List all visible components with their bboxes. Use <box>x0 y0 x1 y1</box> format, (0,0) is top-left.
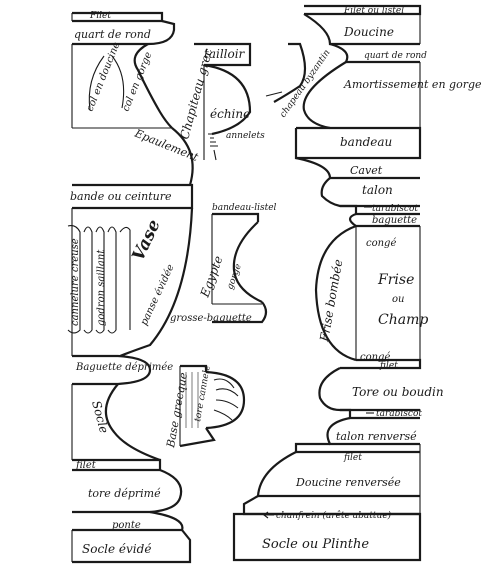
greek-capital <box>194 42 252 161</box>
label-talon: talon <box>362 183 393 197</box>
label-col-en-gorge: col en gorge <box>121 50 155 113</box>
label-tore-cannele: tore cannelé <box>192 364 213 423</box>
label-tore-ou-boudin: Tore ou boudin <box>352 385 444 399</box>
label-frise: Frise <box>377 272 414 288</box>
label-quart-de-rond: quart de rond <box>74 28 151 41</box>
label-bandeau-listel: bandeau-listel <box>212 203 277 213</box>
label-chapeau-byzantin: chapeau byzantin <box>278 48 332 120</box>
label-baguette-deprimee: Baguette déprimée <box>75 362 173 373</box>
entablature-profile <box>232 4 422 562</box>
label-chanfrein: chanfrein (arête abattue) <box>276 510 392 521</box>
label-col-en-doucine: col en doucine <box>85 41 123 113</box>
greek-base <box>179 364 246 448</box>
label-doucine: Doucine <box>343 25 394 39</box>
label-filet-lower: filet <box>75 460 97 471</box>
label-socle-evide: Socle évidé <box>82 542 151 556</box>
label-vase: Vase <box>128 216 164 264</box>
label-grosse-baguette: grosse-baguette <box>170 313 252 324</box>
label-tore-deprime: tore déprimé <box>88 487 161 500</box>
egyptian-profile <box>211 212 268 324</box>
label-ou: ou <box>392 294 404 305</box>
label-frise-bombee: Frise bombée <box>317 258 345 343</box>
label-echine: échine <box>210 107 250 121</box>
label-annelets: annelets <box>226 131 265 141</box>
label-egypte: Egypte <box>197 254 225 300</box>
label-tailloir: tailloir <box>204 47 246 61</box>
label-bandeau: bandeau <box>340 135 392 149</box>
label-baguette: baguette <box>372 215 417 226</box>
label-conge2: congé <box>360 352 390 363</box>
label-cavet: Cavet <box>350 164 383 177</box>
label-bande-ceinture: bande ou ceinture <box>70 190 172 203</box>
leader-arrow-chanfrein <box>263 511 274 519</box>
label-tarabiscot2: tarabiscot <box>376 409 422 419</box>
label-filet-r: filet <box>379 361 398 371</box>
label-doucine-renversee: Doucine renversée <box>295 476 401 489</box>
label-socle-ou-plinthe: Socle ou Plinthe <box>262 537 369 552</box>
label-ponte: ponte <box>112 520 141 531</box>
label-cannelure-creuse: cannelure creuse <box>70 238 81 326</box>
label-socle: Socle <box>89 399 111 435</box>
label-filet-r2: filet <box>343 453 362 463</box>
label-conge: congé <box>366 238 396 249</box>
label-filet-ou-listel: Filet ou listel <box>343 6 404 16</box>
label-quart-de-rond-r: quart de rond <box>364 51 427 61</box>
label-tarabiscot: tarabiscot <box>372 204 418 214</box>
label-godron-saillant: godron saillant <box>96 249 107 326</box>
label-champ: Champ <box>378 312 428 328</box>
byzantine-cap <box>265 42 307 103</box>
label-filet-top: Filet <box>89 11 111 21</box>
vase-profile <box>67 11 194 564</box>
label-amortissement: Amortissement en gorge <box>343 78 482 91</box>
label-talon-renverse: talon renversé <box>336 430 417 443</box>
